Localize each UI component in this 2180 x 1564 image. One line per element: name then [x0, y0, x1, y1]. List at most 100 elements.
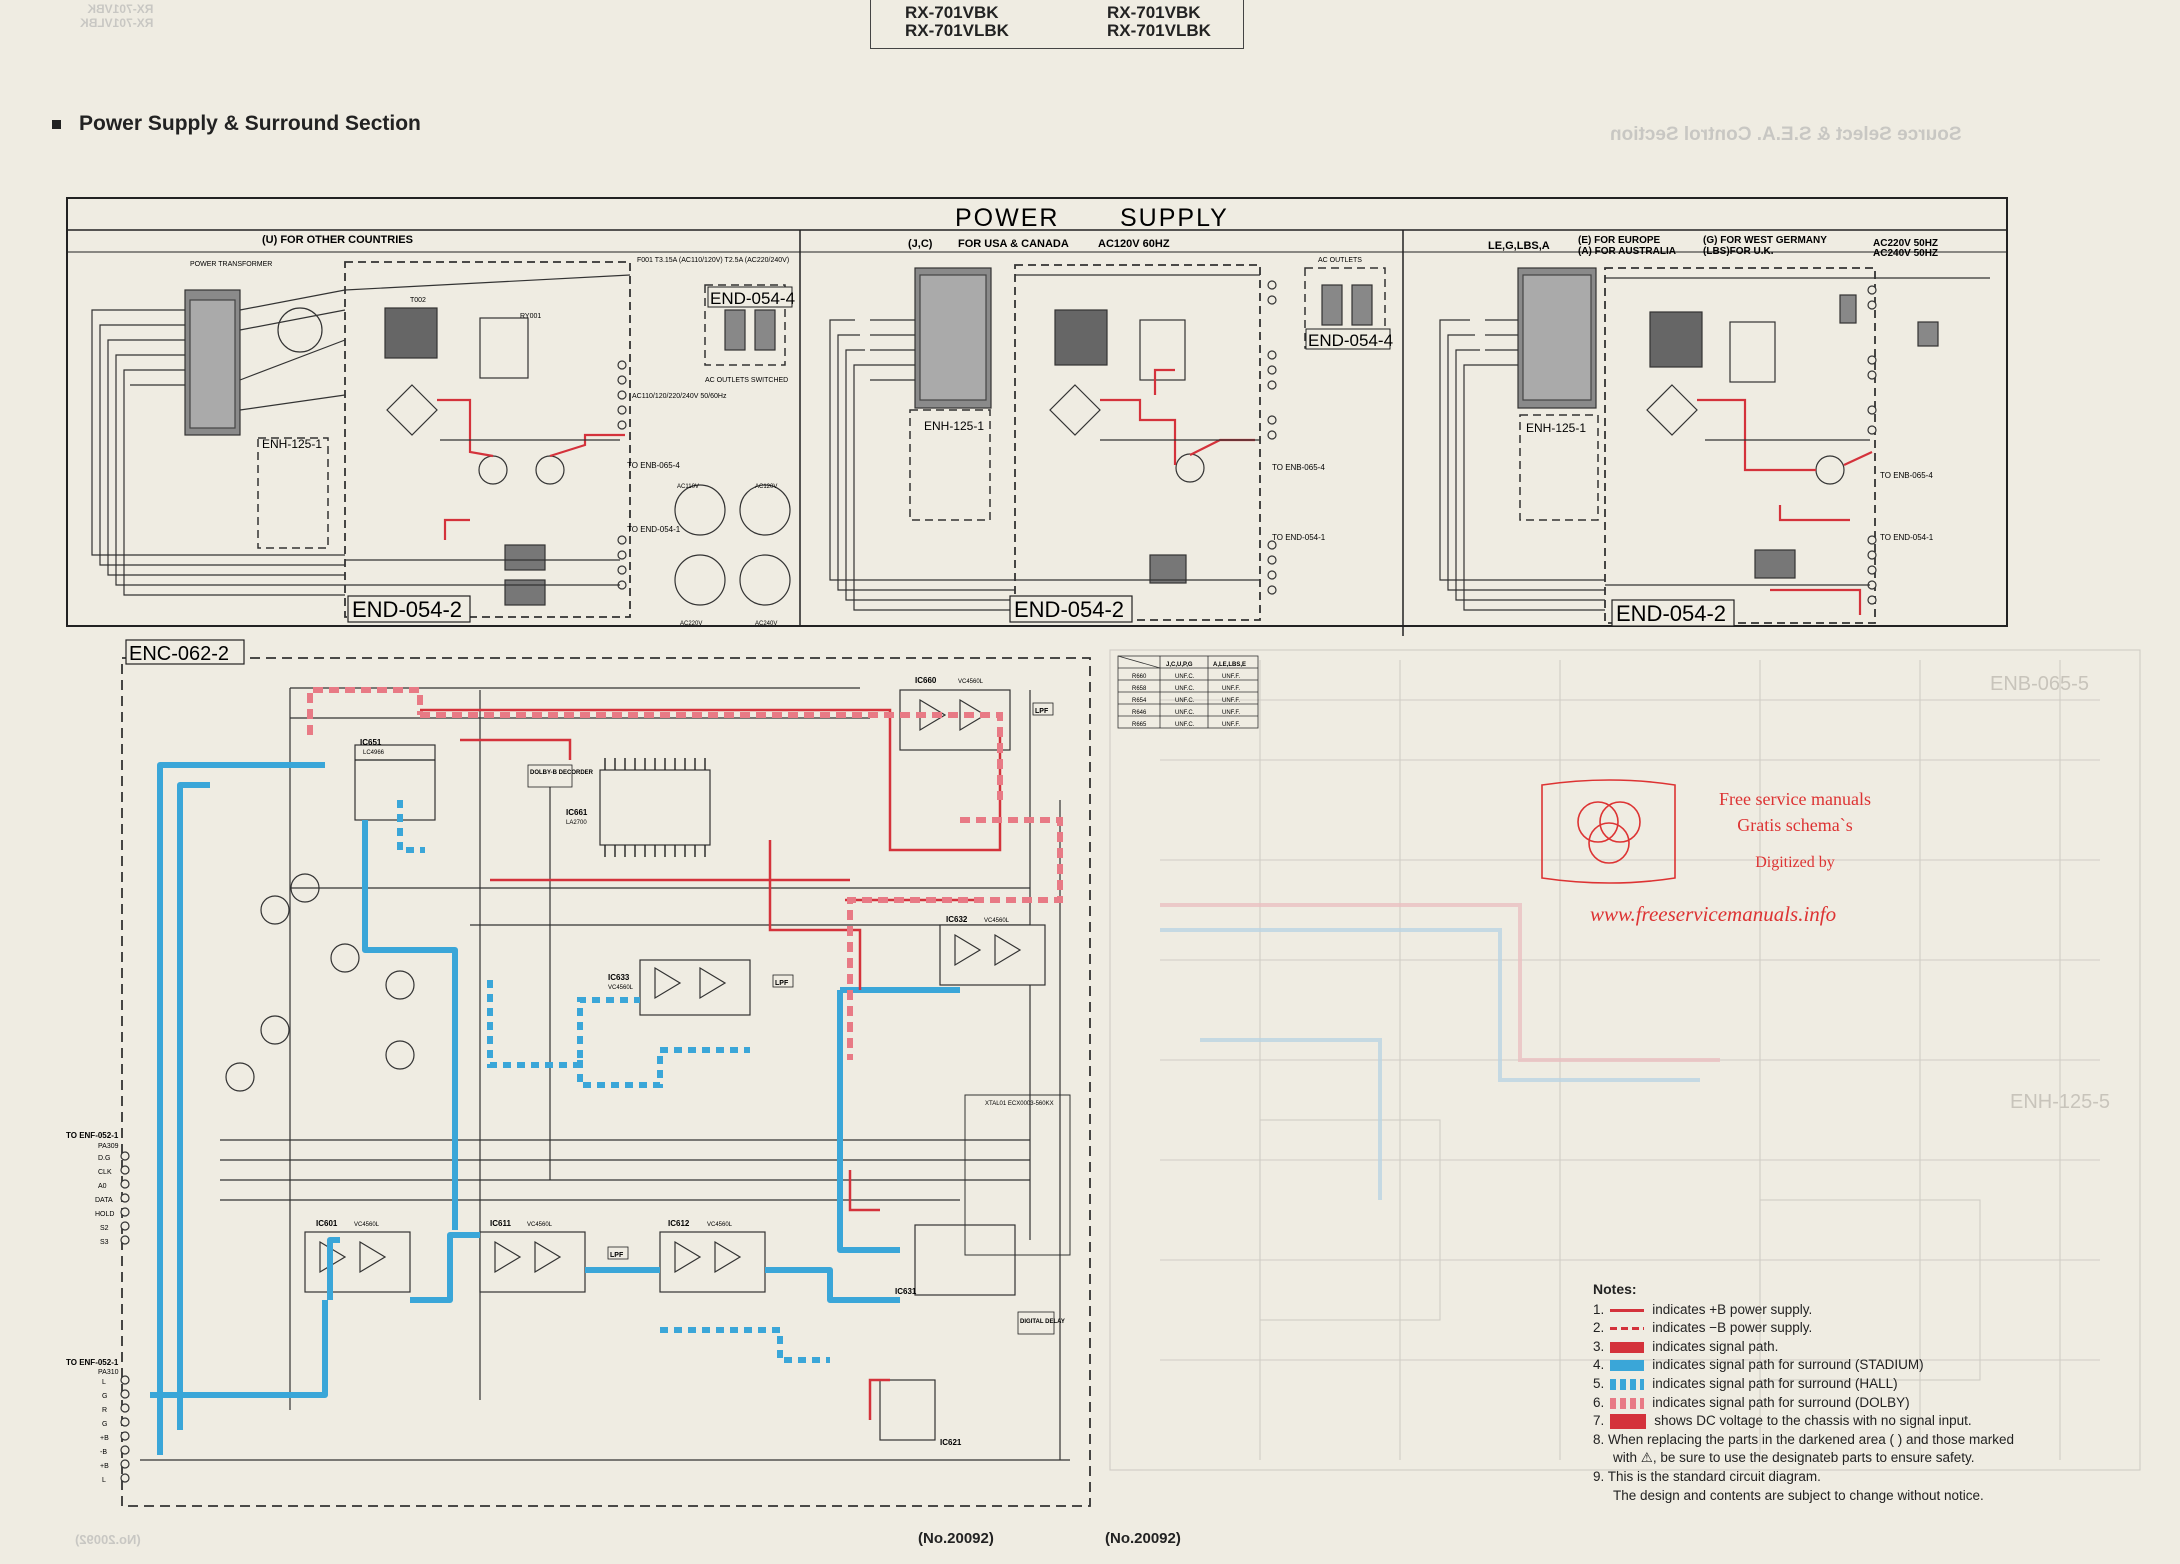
model-label: RX-701VLBK	[905, 21, 1009, 40]
table-cell: R646	[1132, 710, 1147, 716]
block-label: LPF	[775, 980, 789, 987]
note-item: 1.indicates +B power supply.	[1593, 1301, 1813, 1317]
watermark-url[interactable]: www.freeservicemanuals.info	[1590, 902, 1837, 926]
outlets-label: AC OUTLETS SWITCHED	[705, 377, 788, 384]
ps-panel-1	[91, 261, 791, 618]
legend-swatch	[1610, 1414, 1647, 1430]
page-number: (No.20092)	[1105, 1530, 1181, 1547]
model-label: RX-701VBK	[905, 3, 999, 22]
board-label: END-054-2	[352, 597, 462, 622]
connector-pin: +B	[100, 1463, 109, 1470]
relay-label: RY001	[520, 313, 541, 320]
board-label: END-054-4	[710, 289, 795, 308]
board-label: END-054-4	[1308, 331, 1393, 350]
page-number: (No.20092)	[918, 1530, 994, 1547]
board-label: ENH-125-1	[924, 419, 984, 433]
table-cell: UNF.F.	[1222, 686, 1240, 692]
ic-label: IC632	[946, 915, 968, 924]
connector-pin: A0	[98, 1183, 107, 1190]
connector-pin: +B	[100, 1435, 109, 1442]
connector-pin: -B	[100, 1449, 107, 1456]
ic-label: IC633	[608, 973, 630, 982]
connector-pin: L	[102, 1379, 106, 1386]
connector-sub: PA310	[98, 1369, 119, 1376]
note-item: 2.indicates −B power supply.	[1593, 1320, 1813, 1336]
models-right: RX-701VBK RX-701VLBK	[1107, 4, 1211, 40]
legend-swatch	[1610, 1360, 1645, 1372]
ac-selector-label: AC240V	[755, 621, 777, 627]
power-supply-frame	[66, 197, 2008, 636]
table-cell: R654	[1132, 698, 1147, 704]
to-label: TO ENB-065-4	[1272, 463, 1325, 472]
block-label: DOLBY-B DECORDER	[530, 770, 594, 776]
connector-pin: S2	[100, 1225, 109, 1232]
ic-type: LA2700	[566, 820, 587, 826]
ic-label: IC661	[566, 808, 588, 817]
ac-selector-label: AC220V	[680, 621, 702, 627]
model-label: RX-701VLBK	[1107, 21, 1211, 40]
region-label: (LBS)FOR U.K.	[1703, 246, 1774, 257]
ghost-board-label: ENB-065-5	[1990, 673, 2089, 695]
ic-type: VC4560L	[354, 1222, 380, 1228]
legend-swatch	[1610, 1397, 1645, 1409]
notes-legend: Notes: 1.indicates +B power supply. 2.in…	[1593, 1280, 2173, 1505]
watermark-logo-icon	[1541, 779, 1676, 884]
signal-path-hall	[397, 800, 830, 1363]
to-label: TO END-054-1	[1880, 533, 1934, 542]
to-label: TO ENB-065-4	[1880, 471, 1933, 480]
note-item: 5.indicates signal path for surround (HA…	[1593, 1375, 1898, 1391]
note-item: 9. This is the standard circuit diagram.	[1593, 1468, 1821, 1484]
connector-pin: DATA	[95, 1197, 113, 1204]
connector-pin: G	[102, 1393, 107, 1400]
note-item: 3.indicates signal path.	[1593, 1338, 1779, 1354]
model-label: RX-701VBK	[1107, 3, 1201, 22]
connector-pin: S3	[100, 1239, 109, 1246]
signal-path-stadium	[150, 762, 960, 1455]
bullet-icon	[52, 119, 61, 129]
unf-table	[1117, 655, 1259, 729]
connector-pin: D.G	[98, 1155, 110, 1162]
table-cell: UNF.C.	[1175, 686, 1195, 692]
ic-label: IC601	[316, 1219, 338, 1228]
legend-swatch	[1610, 1341, 1645, 1353]
board-label-group: END-054-2 END-054-4 ENH-125-1	[262, 286, 795, 623]
ic-label: IC611	[490, 1219, 511, 1228]
section-title-text: Power Supply & Surround Section	[79, 112, 421, 135]
connector-pin: G	[102, 1421, 107, 1428]
ic-label: IC612	[668, 1219, 690, 1228]
legend-swatch	[1610, 1378, 1645, 1390]
note-item: 7.shows DC voltage to the chassis with n…	[1593, 1413, 1972, 1430]
ic-type: VC4560L	[984, 918, 1010, 924]
watermark-line: Gratis schema`s	[1737, 815, 1853, 835]
table-cell: UNF.C.	[1175, 698, 1195, 704]
note-item: 6.indicates signal path for surround (DO…	[1593, 1394, 1910, 1410]
board-label: END-054-2	[1616, 601, 1726, 626]
region-label: (E) FOR EUROPE	[1578, 235, 1661, 246]
ps-panel-3	[1439, 267, 1990, 624]
block-label: XTAL01 ECX0003-560KX	[985, 1101, 1054, 1107]
board-label: END-054-2	[1014, 597, 1124, 622]
ghost-right-circuit	[1109, 649, 2141, 1471]
table-cell: R665	[1132, 722, 1147, 728]
table-cell: UNF.F.	[1222, 722, 1240, 728]
ic-type: VC4560L	[527, 1222, 553, 1228]
block-label: LPF	[1035, 708, 1049, 715]
note-item: The design and contents are subject to c…	[1613, 1487, 1984, 1503]
region-label: FOR USA & CANADA	[958, 238, 1069, 250]
power-title-right: SUPPLY	[1120, 204, 1229, 232]
ghost-board-label: ENH-125-5	[2010, 1091, 2110, 1113]
connector-pin: L	[102, 1477, 106, 1484]
surround-board	[120, 657, 1091, 1507]
table-header: J,C,U,P,G	[1166, 662, 1193, 668]
watermark-line: Digitized by	[1755, 854, 1835, 871]
models-left: RX-701VBK RX-701VLBK	[905, 4, 1009, 40]
ps-panel-2	[829, 264, 1386, 621]
t002-label: T002	[410, 297, 426, 304]
section-title: Power Supply & Surround Section	[52, 112, 421, 136]
ic-label: IC651	[360, 738, 382, 747]
table-cell: UNF.F.	[1222, 674, 1240, 680]
block-label: DIGITAL DELAY	[1020, 1319, 1065, 1325]
power-title-left: POWER	[955, 204, 1059, 232]
watermark-line: Free service manuals	[1719, 789, 1871, 809]
